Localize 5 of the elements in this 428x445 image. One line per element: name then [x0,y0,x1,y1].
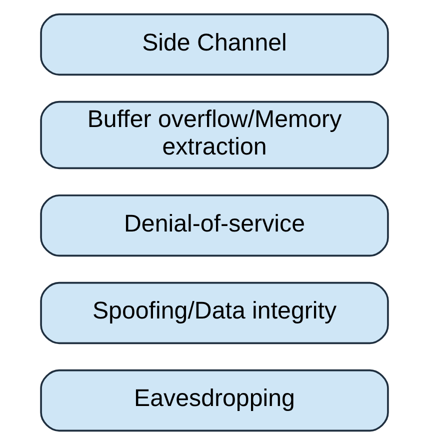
node-box: Eavesdropping [40,369,388,432]
node-box: Buffer overflow/Memory extraction [40,100,388,170]
node-box: Denial-of-service [40,194,388,257]
node-box: Side Channel [40,13,388,76]
node-box: Spoofing/Data integrity [40,282,388,344]
